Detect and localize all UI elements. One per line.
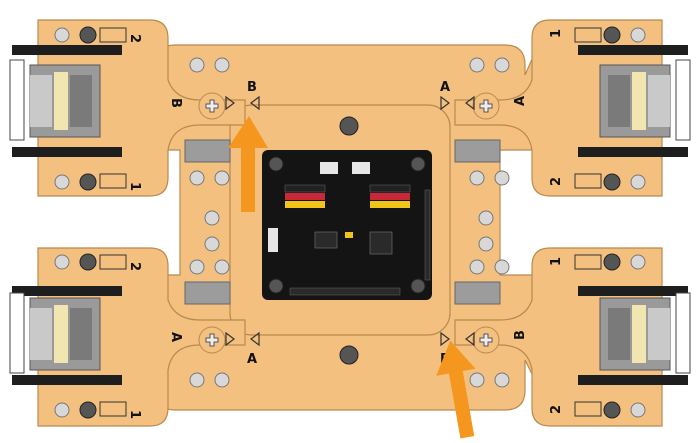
servo-top-left — [9, 45, 122, 157]
screw-hole — [189, 372, 205, 388]
screw-icon — [339, 345, 359, 365]
bl-side-letter: A — [168, 332, 183, 342]
arrow-up-icon — [228, 116, 268, 212]
servo-top-right — [578, 45, 691, 157]
triangle-marker-icon — [225, 95, 235, 111]
screw-hole — [494, 372, 510, 388]
bl-inner-letter: A — [247, 352, 257, 367]
tl-inner-letter: B — [247, 80, 257, 95]
screw-hole — [204, 210, 220, 226]
bl-bottom-number: 1 — [127, 410, 142, 419]
tr-side-letter: A — [513, 96, 528, 106]
label-box — [574, 173, 602, 189]
tr-top-number: 1 — [549, 29, 564, 38]
triangle-marker-icon — [440, 331, 450, 347]
label-box — [99, 401, 127, 417]
screw-hole — [54, 254, 70, 270]
screw-hole — [54, 402, 70, 418]
screw-hole — [54, 174, 70, 190]
cross-mark-icon — [205, 99, 219, 113]
screw-hole — [189, 170, 205, 186]
triangle-marker-icon — [465, 331, 475, 347]
screw-hole — [630, 174, 646, 190]
tl-top-number: 2 — [127, 34, 142, 43]
triangle-marker-icon — [465, 95, 475, 111]
screw-holes — [54, 26, 646, 419]
screw-hole — [189, 259, 205, 275]
screw-hole — [494, 259, 510, 275]
triangle-marker-icon — [250, 95, 260, 111]
bl-top-number: 2 — [127, 262, 142, 271]
screw-icon — [603, 26, 621, 44]
screw-hole — [469, 259, 485, 275]
servo-bottom-left — [9, 286, 122, 385]
screw-hole — [54, 27, 70, 43]
servo-bottom-right — [578, 286, 691, 385]
bracket-labels: 2 1 B B 1 2 A A 2 1 A A 1 2 B B — [127, 29, 564, 419]
screw-hole — [630, 27, 646, 43]
tl-bottom-number: 1 — [127, 182, 142, 191]
screw-hole — [189, 57, 205, 73]
screw-hole — [214, 372, 230, 388]
br-top-number: 1 — [549, 257, 564, 266]
screw-hole — [214, 259, 230, 275]
control-board — [262, 150, 432, 300]
screw-hole — [214, 57, 230, 73]
tr-bottom-number: 2 — [549, 177, 564, 186]
label-box — [574, 27, 602, 43]
screw-icon — [339, 116, 359, 136]
label-box — [99, 27, 127, 43]
screw-icon — [603, 173, 621, 191]
screw-icon — [79, 401, 97, 419]
plate-windows — [184, 139, 501, 305]
br-bottom-number: 2 — [549, 405, 564, 414]
screw-hole — [630, 402, 646, 418]
screw-hole — [214, 170, 230, 186]
triangle-marker-icon — [250, 331, 260, 347]
cross-mark-icon — [479, 99, 493, 113]
screw-hole — [204, 236, 220, 252]
screw-hole — [494, 170, 510, 186]
screw-hole — [469, 57, 485, 73]
screw-icon — [603, 253, 621, 271]
br-side-letter: B — [513, 330, 528, 340]
screw-icon — [79, 173, 97, 191]
label-box — [574, 254, 602, 270]
screw-icon — [603, 401, 621, 419]
cross-mark-icon — [205, 333, 219, 347]
triangle-markers — [225, 95, 475, 347]
screw-hole — [630, 254, 646, 270]
arrow-up-icon — [436, 340, 476, 439]
screw-icon — [79, 253, 97, 271]
screw-hole — [469, 170, 485, 186]
screw-hole — [478, 210, 494, 226]
label-box — [574, 401, 602, 417]
label-box — [99, 254, 127, 270]
triangle-marker-icon — [440, 95, 450, 111]
cross-mark-icon — [479, 333, 493, 347]
tl-side-letter: B — [168, 98, 183, 108]
screw-icon — [79, 26, 97, 44]
label-box — [99, 173, 127, 189]
screw-hole — [469, 372, 485, 388]
triangle-marker-icon — [225, 331, 235, 347]
tr-inner-letter: A — [440, 80, 450, 95]
screw-hole — [478, 236, 494, 252]
screw-hole — [494, 57, 510, 73]
